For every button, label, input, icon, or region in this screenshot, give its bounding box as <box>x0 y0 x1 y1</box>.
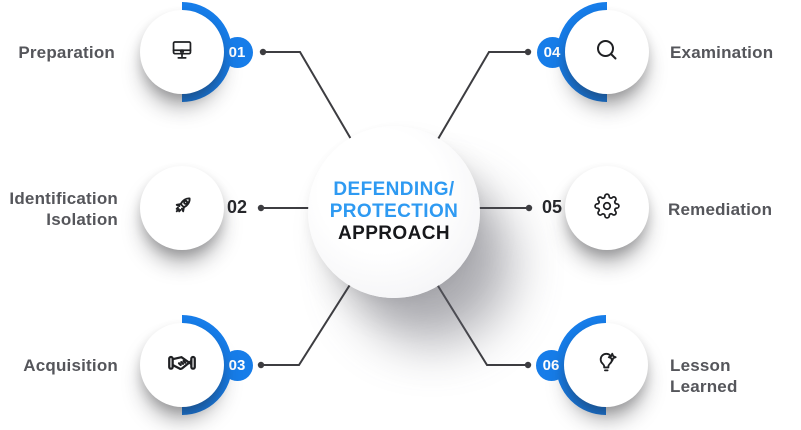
step-number-badge: 06 <box>535 349 567 381</box>
step-node-05: 05 <box>542 146 669 270</box>
label-text: Remediation <box>668 200 773 219</box>
label-text: Lesson Learned <box>670 356 738 396</box>
magnifier-icon <box>592 35 622 70</box>
step-number-badge: 01 <box>221 36 253 68</box>
handshake-icon <box>165 346 199 385</box>
connector-dot <box>257 361 265 369</box>
step-node-02: 02 <box>120 146 247 270</box>
connector-step-03 <box>261 249 373 366</box>
hub-title-line1: DEFENDING/ <box>333 179 455 200</box>
lightbulb-icon <box>593 349 620 381</box>
step-circle-04 <box>565 10 649 94</box>
step-circle-02 <box>140 166 224 250</box>
label-text: Acquisition <box>23 356 118 375</box>
step-number-badge: 04 <box>536 36 568 68</box>
hub-title-line2: PROTECTION <box>329 201 459 222</box>
hub-title-line3: APPROACH <box>338 223 450 244</box>
label-text-line1: Identification <box>9 189 118 208</box>
connector-step-04 <box>416 51 528 176</box>
step-node-04: 04 <box>536 0 669 114</box>
step-number: 05 <box>541 197 563 217</box>
step-node-06: 06 <box>535 303 668 427</box>
label-examination: Examination <box>670 42 800 63</box>
rocket-icon <box>168 192 196 225</box>
connector-step-06 <box>416 251 528 366</box>
step-number: 02 <box>226 197 248 217</box>
step-circle-03 <box>140 323 224 407</box>
label-identification-isolation: Identification Isolation <box>0 188 118 230</box>
step-circle-05 <box>565 166 649 250</box>
gear-icon <box>594 192 620 224</box>
label-acquisition: Acquisition <box>0 355 118 376</box>
step-node-01: 01 <box>120 0 253 114</box>
step-node-03: 03 <box>120 303 253 427</box>
connector-dot <box>524 361 532 369</box>
center-hub: DEFENDING/ PROTECTION APPROACH <box>308 126 480 298</box>
connector-step-01 <box>263 51 373 176</box>
connector-dot <box>524 48 532 56</box>
label-text: Examination <box>670 43 774 62</box>
step-number-badge: 03 <box>221 349 253 381</box>
connector-dot <box>525 204 533 212</box>
label-lesson-learned: Lesson Learned <box>670 355 801 397</box>
label-remediation: Remediation <box>668 199 798 220</box>
label-text: Preparation <box>18 43 115 62</box>
label-preparation: Preparation <box>0 42 115 63</box>
label-text-line2: Isolation <box>46 210 118 229</box>
connector-dot <box>259 48 267 56</box>
monitor-icon <box>169 37 195 68</box>
step-circle-06 <box>564 323 648 407</box>
connector-dot <box>257 204 265 212</box>
step-circle-01 <box>140 10 224 94</box>
